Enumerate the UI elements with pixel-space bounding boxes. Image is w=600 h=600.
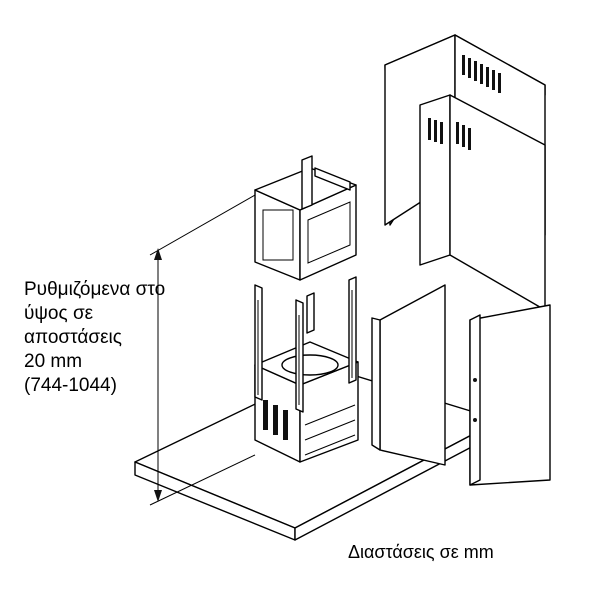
- lower-chimney-left: [371, 284, 446, 466]
- lower-frame: [254, 341, 359, 463]
- louver-vent-icon: [462, 55, 501, 93]
- adjustable-height-line: (744-1044): [24, 375, 117, 396]
- adjustable-height-line: ύψος σε: [24, 303, 94, 324]
- frame-uprights: [254, 276, 357, 413]
- upper-chimney-front: [419, 94, 546, 311]
- louver-vent-icon: [428, 118, 471, 150]
- dimension-lines: [149, 194, 256, 506]
- adjustable-height-label: Ρυθμιζόμενα στο ύψος σε αποστάσεις 20 mm…: [24, 278, 165, 398]
- adjustable-height-line: 20 mm: [24, 351, 83, 372]
- double-arrow-icon: [154, 248, 162, 502]
- dimensions-note: Διαστάσεις σε mm: [348, 542, 494, 562]
- lower-chimney-right: [469, 304, 551, 486]
- upper-frame: [254, 155, 357, 281]
- adjustable-height-line: αποστάσεις: [24, 327, 122, 348]
- adjustable-height-line: Ρυθμιζόμενα στο: [24, 279, 166, 300]
